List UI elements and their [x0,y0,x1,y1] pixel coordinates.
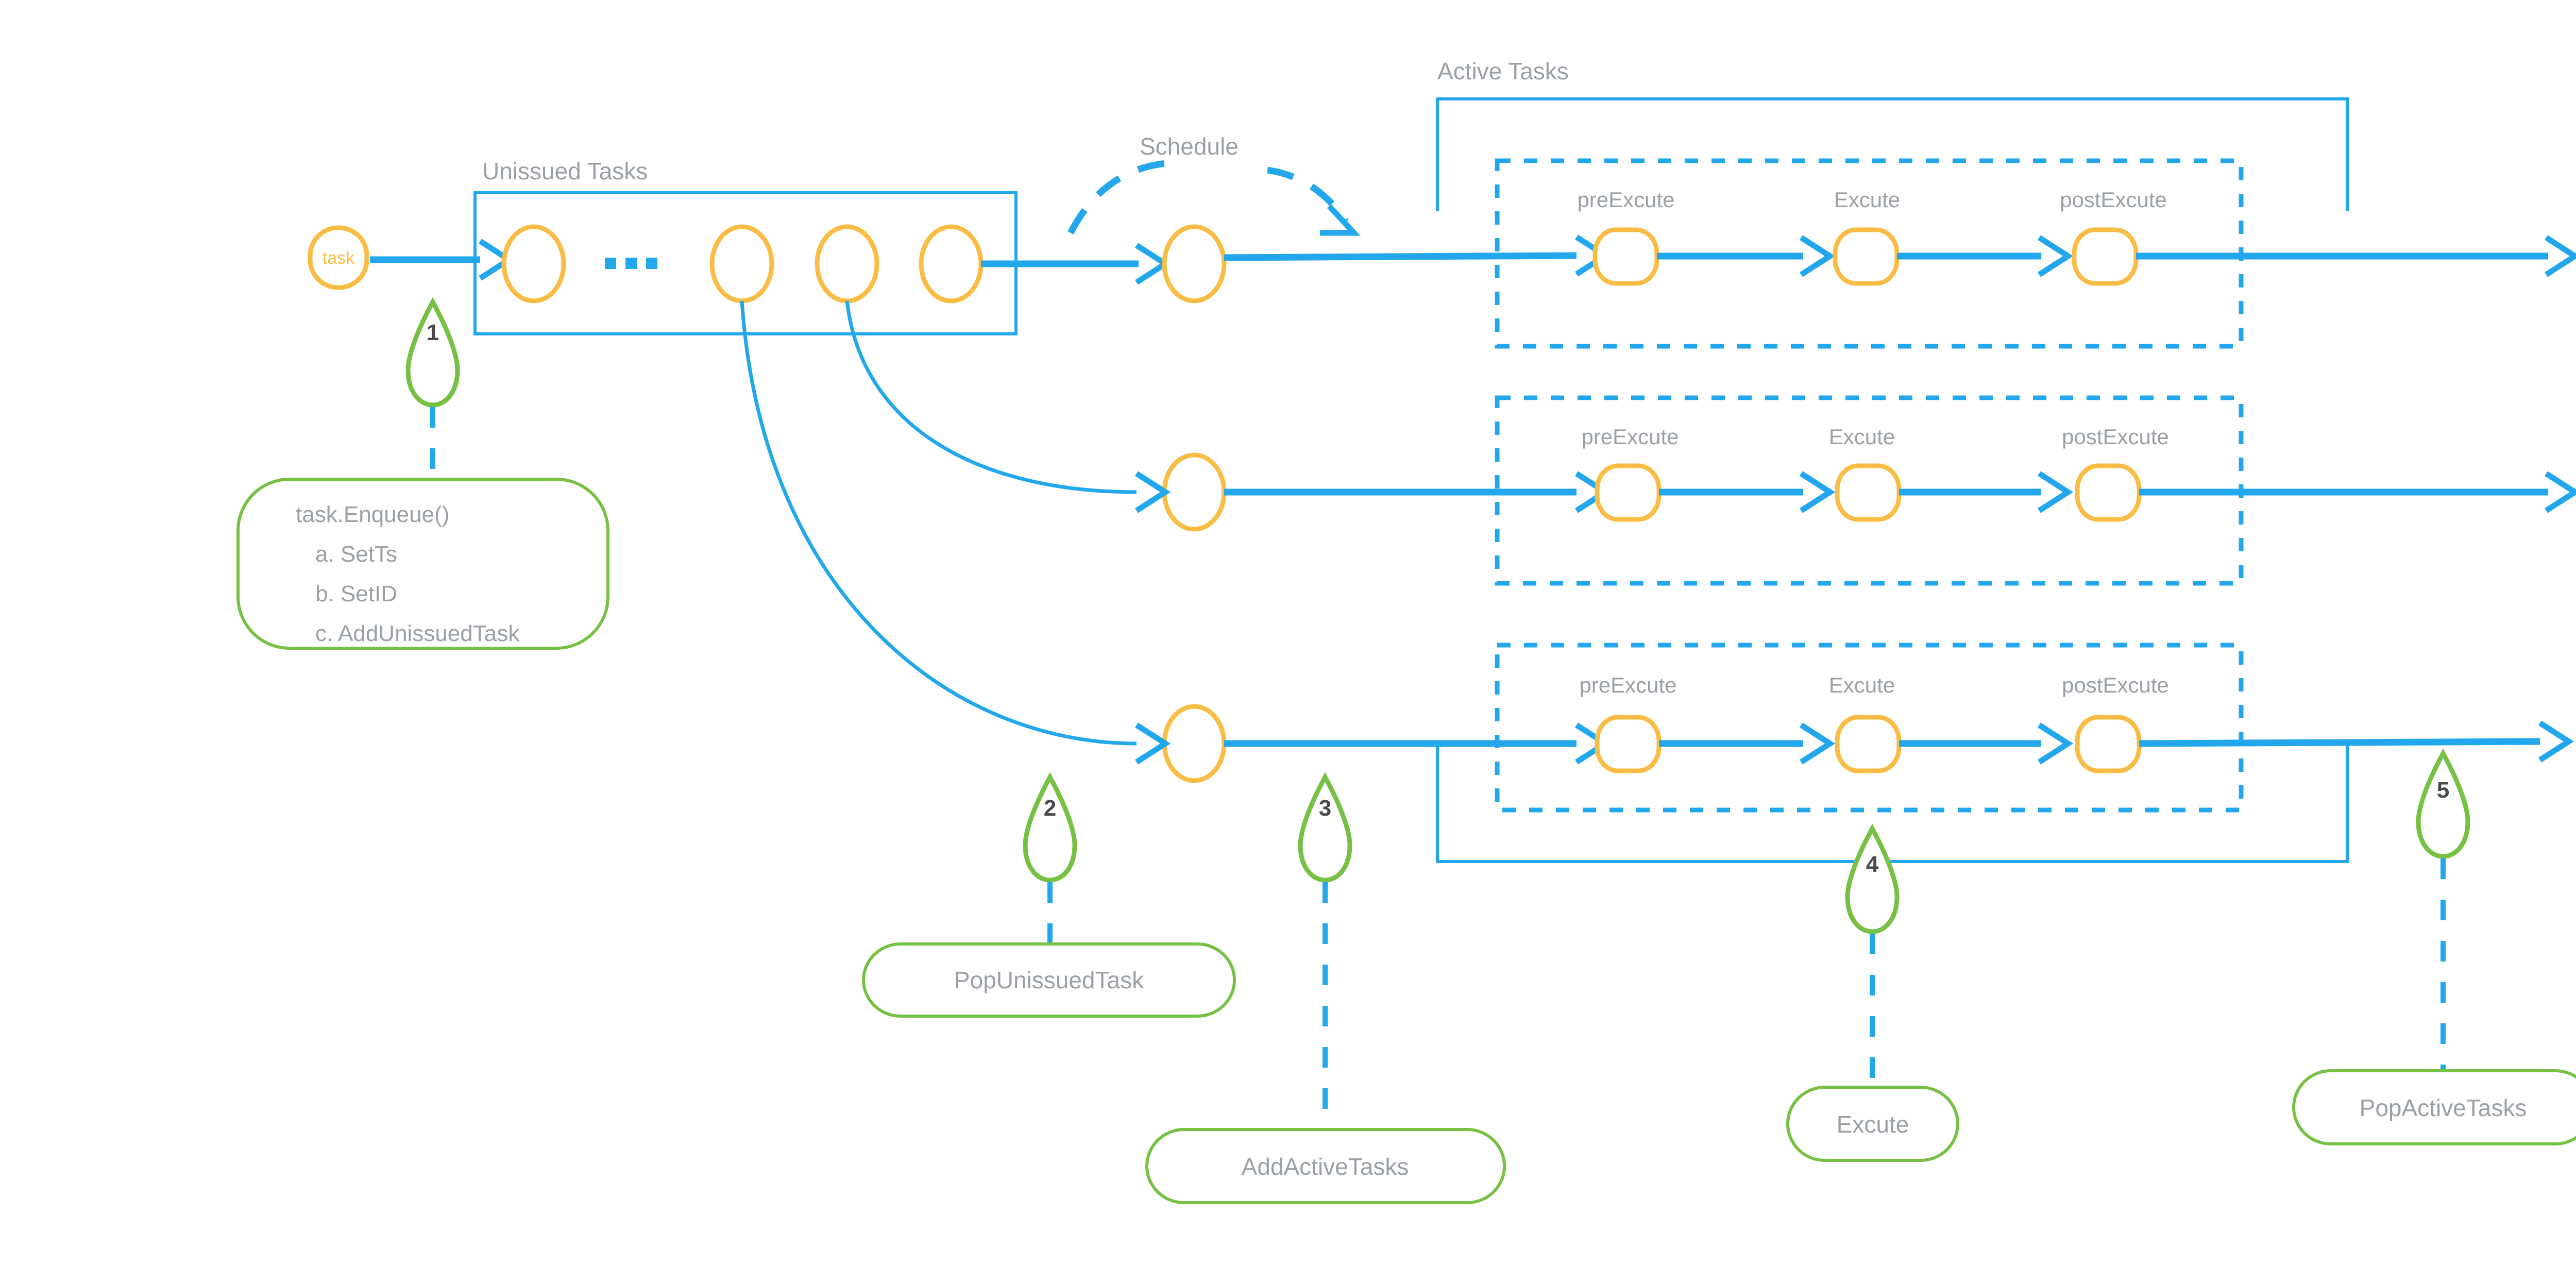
arrowhead-icon [1135,243,1171,285]
arrowhead-icon [1135,471,1171,513]
stage-node-post-row1 [2072,227,2139,286]
stage-label-pre-row1: preExcute [1577,188,1674,212]
callout-4[interactable]: 4 Excute [1786,823,1959,1162]
callout-label-5: PopActiveTasks [2360,1094,2527,1121]
stage-label-exec-row2: Excute [1829,425,1895,449]
dispatch-node-row1 [1162,224,1227,303]
schedule-arrowhead-icon [1320,204,1361,236]
stage-node-pre-row3 [1595,715,1662,773]
arrowhead-icon [2545,471,2576,513]
callout-pin-1 [405,297,460,408]
stage-label-pre-row3: preExcute [1579,673,1676,697]
callout-pin-4 [1845,823,1900,934]
edge-dispatch-to-pre-1 [1224,252,1577,261]
arrowhead-icon [1800,722,1836,765]
callout-box-3[interactable] [1145,1128,1506,1204]
edge-post-to-end-3 [2139,738,2540,747]
callout-2[interactable]: 2 PopUnissuedTask [862,772,1236,1018]
stage-label-post-row3: postExcute [2062,673,2169,697]
stage-node-exec-row2 [1835,463,1902,522]
callout-number-1: 1 [427,320,439,345]
arrowhead-icon [2038,722,2074,765]
stage-node-post-row3 [2075,715,2142,773]
callout-1[interactable]: 1 task.Enqueue() a. SetTs b. SetID c. Ad… [236,297,609,650]
unissued-bracket-top [473,191,1018,231]
stage-node-post-row2 [2075,463,2142,522]
stage-label-post-row1: postExcute [2060,188,2167,212]
stage-label-exec-row3: Excute [1829,673,1895,697]
stage-node-exec-row3 [1835,715,1902,773]
ellipsis-dots [605,258,657,269]
active-bracket-bottom [1436,745,2349,863]
arrowhead-icon [1135,722,1171,765]
callout-number-3: 3 [1319,796,1331,821]
arrowhead-icon [2538,720,2574,763]
stage-label-exec-row1: Excute [1834,188,1900,212]
callout-box-2[interactable] [862,942,1236,1018]
callout-line-1-2: b. SetID [315,581,397,606]
callout-pin-2 [1023,772,1077,883]
stage-node-pre-row2 [1595,463,1662,522]
callout-pin-5 [2416,748,2470,859]
stage-node-pre-row1 [1592,227,1659,286]
task-node-label: task [323,248,355,268]
callout-label-3: AddActiveTasks [1242,1153,1409,1180]
arrowhead-icon [2038,471,2074,513]
stage-label-pre-row2: preExcute [1581,425,1679,449]
task-node [308,225,369,290]
callout-number-5: 5 [2437,778,2449,803]
unissued-node-2 [709,224,774,303]
callout-label-4: Excute [1837,1111,1909,1138]
unissued-node-1 [501,224,566,303]
callout-line-1-0: task.Enqueue() [296,502,449,527]
dispatch-node-row2 [1162,452,1227,532]
active-tasks-label: Active Tasks [1437,58,1569,85]
schedule-arc-right [1267,166,1349,224]
callout-number-2: 2 [1044,796,1056,821]
callout-3[interactable]: 3 AddActiveTasks [1145,772,1506,1204]
callout-5[interactable]: 5 PopActiveTasks [2292,748,2576,1145]
callout-line-1-3: c. AddUnissuedTask [315,621,520,646]
schedule-arc-left [1067,159,1175,234]
arrowhead-icon [1800,235,1836,277]
arrowhead-icon [2038,235,2074,277]
callout-box-1[interactable] [236,478,609,650]
schedule-label: Schedule [1140,133,1239,160]
stage-label-post-row2: postExcute [2062,425,2169,449]
active-bracket-top [1436,97,2349,211]
callout-number-4: 4 [1866,852,1879,877]
stage-node-exec-row1 [1833,227,1900,286]
edge-queue-to-dispatch-2 [845,300,1137,494]
callout-line-1-1: a. SetTs [315,542,397,567]
unissued-tasks-label: Unissued Tasks [482,158,648,184]
edge-queue-to-dispatch-3 [740,300,1137,746]
unissued-node-3 [815,224,879,303]
callout-label-2: PopUnissuedTask [954,967,1144,993]
unissued-node-4 [919,224,984,303]
dispatch-node-row3 [1162,704,1227,783]
arrowhead-icon [1800,471,1836,513]
callout-box-5[interactable] [2292,1069,2576,1145]
callout-pin-3 [1298,772,1352,883]
callout-box-4[interactable] [1786,1086,1959,1162]
arrowhead-icon [2545,235,2576,277]
